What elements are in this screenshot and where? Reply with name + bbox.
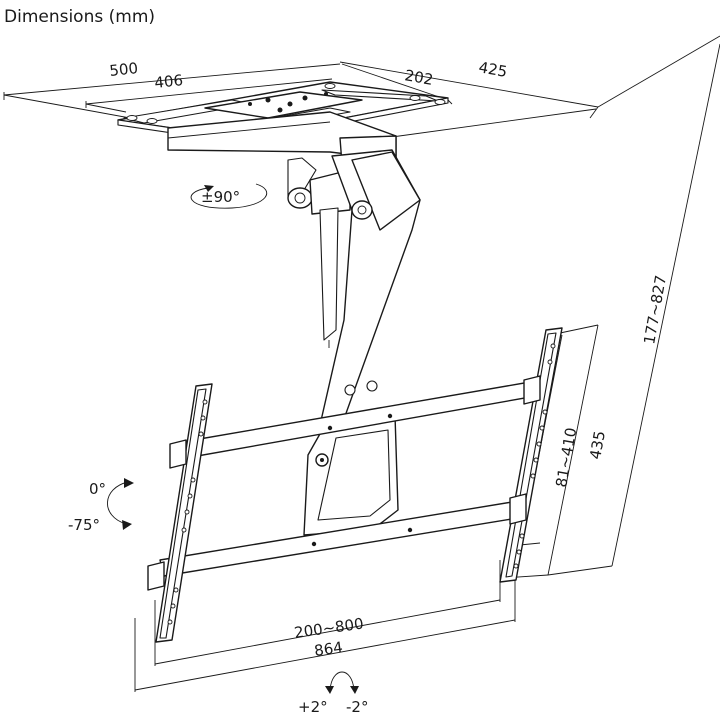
dim-line-435 <box>547 324 599 576</box>
adapter-plate <box>303 414 399 536</box>
dim-label-height: 177~827 <box>640 274 670 346</box>
level-plus-label: +2° <box>298 698 328 716</box>
diagram-title: Dimensions (mm) <box>4 7 155 27</box>
dim-line-200-800 <box>154 599 501 665</box>
level-arrow-icon <box>325 671 359 694</box>
dim-label-425: 425 <box>477 58 508 81</box>
ceiling-dimension-lines <box>3 35 720 567</box>
tilt-bottom-label: -75° <box>68 516 100 534</box>
dim-line-864 <box>134 619 516 691</box>
dim-label-vertical-holes: 81~410 <box>552 426 580 489</box>
dim-line-500 <box>3 63 341 96</box>
dim-label-horizontal-holes: 200~800 <box>293 614 365 642</box>
right-vertical-arm <box>499 327 563 583</box>
dim-line-406 <box>85 78 333 105</box>
tilt-arrow-icon <box>107 478 134 530</box>
tilt-top-label: 0° <box>89 480 106 498</box>
dim-line-202 <box>341 63 449 101</box>
swivel-arrow-icon <box>190 183 268 209</box>
level-minus-label: -2° <box>346 698 368 716</box>
dim-label-500: 500 <box>109 59 139 80</box>
dim-label-horizontal-overall: 864 <box>313 638 344 660</box>
dim-line-425 <box>339 61 599 108</box>
dim-label-202: 202 <box>403 66 434 89</box>
dim-line-height <box>611 43 720 567</box>
column-arm <box>319 149 421 431</box>
dim-label-406: 406 <box>154 71 184 92</box>
left-vertical-arm <box>147 383 213 643</box>
dim-line-height-top <box>597 35 720 108</box>
swivel-label: ±90° <box>201 188 240 206</box>
horizontal-dimension-lines <box>134 560 516 692</box>
dim-label-vertical-overall: 435 <box>586 429 609 460</box>
